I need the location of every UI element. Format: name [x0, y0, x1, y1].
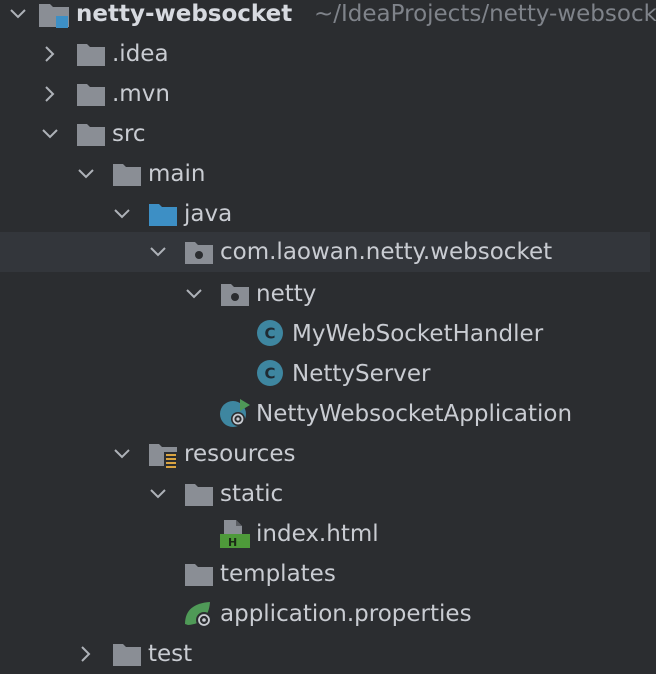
chevron-down-icon[interactable]	[112, 204, 132, 224]
folder-icon	[112, 640, 142, 668]
tree-row-netty[interactable]: netty	[0, 274, 650, 314]
tree-row-src[interactable]: src	[0, 114, 650, 154]
chevron-right-icon[interactable]	[40, 44, 60, 64]
spring-properties-icon	[182, 598, 216, 630]
tree-row-idea[interactable]: .idea	[0, 34, 650, 74]
file-label: application.properties	[220, 601, 472, 627]
tree-row-application[interactable]: NettyWebsocketApplication	[0, 394, 650, 434]
tree-row-package[interactable]: com.laowan.netty.websocket	[0, 232, 650, 272]
folder-label: static	[220, 481, 284, 507]
folder-label: src	[112, 121, 146, 147]
tree-row-server[interactable]: C NettyServer	[0, 354, 650, 394]
folder-label: .idea	[112, 41, 169, 67]
class-icon: C	[256, 359, 286, 387]
tree-row-handler[interactable]: C MyWebSocketHandler	[0, 314, 650, 354]
source-folder-icon	[148, 200, 178, 228]
class-label: NettyServer	[292, 361, 431, 387]
tree-row-application-properties[interactable]: application.properties	[0, 594, 650, 634]
tree-row-templates[interactable]: templates	[0, 554, 650, 594]
folder-label: resources	[184, 441, 296, 467]
html-file-icon: H	[220, 518, 250, 548]
package-icon	[184, 238, 214, 266]
package-label: com.laowan.netty.websocket	[220, 239, 553, 265]
tree-row-java[interactable]: java	[0, 194, 650, 234]
folder-label: main	[148, 161, 206, 187]
spring-boot-class-icon	[218, 397, 252, 429]
chevron-right-icon[interactable]	[40, 84, 60, 104]
project-name: netty-websocket	[76, 1, 293, 27]
chevron-right-icon[interactable]	[76, 644, 96, 664]
chevron-down-icon[interactable]	[40, 124, 60, 144]
chevron-down-icon[interactable]	[148, 242, 168, 262]
module-folder-icon	[38, 0, 69, 28]
folder-label: java	[184, 201, 233, 227]
folder-icon	[76, 120, 106, 148]
class-icon: C	[256, 319, 286, 347]
tree-row-main[interactable]: main	[0, 154, 650, 194]
svg-text:H: H	[228, 536, 237, 548]
tree-row-test[interactable]: test	[0, 634, 650, 674]
chevron-down-icon[interactable]	[148, 484, 168, 504]
folder-label: test	[148, 641, 193, 667]
tree-row-project-root[interactable]: netty-websocket ~/IdeaProjects/netty-web…	[0, 0, 656, 34]
tree-row-static[interactable]: static	[0, 474, 650, 514]
chevron-down-icon[interactable]	[184, 284, 204, 304]
chevron-down-icon[interactable]	[76, 164, 96, 184]
svg-text:C: C	[264, 365, 275, 383]
folder-icon	[76, 80, 106, 108]
chevron-down-icon[interactable]	[112, 444, 132, 464]
class-label: NettyWebsocketApplication	[256, 401, 573, 427]
package-icon	[220, 280, 250, 308]
folder-icon	[184, 560, 214, 588]
svg-text:C: C	[264, 325, 275, 343]
folder-label: .mvn	[112, 81, 170, 107]
folder-icon	[112, 160, 142, 188]
chevron-down-icon[interactable]	[8, 4, 28, 24]
tree-row-mvn[interactable]: .mvn	[0, 74, 650, 114]
class-label: MyWebSocketHandler	[292, 321, 544, 347]
folder-icon	[184, 480, 214, 508]
folder-label: templates	[220, 561, 336, 587]
file-label: index.html	[256, 521, 379, 547]
resources-folder-icon	[148, 440, 178, 468]
project-path: ~/IdeaProjects/netty-websocket	[314, 1, 656, 27]
folder-icon	[76, 40, 106, 68]
package-label: netty	[256, 281, 317, 307]
tree-row-index-html[interactable]: H index.html	[0, 514, 650, 554]
tree-row-resources[interactable]: resources	[0, 434, 650, 474]
